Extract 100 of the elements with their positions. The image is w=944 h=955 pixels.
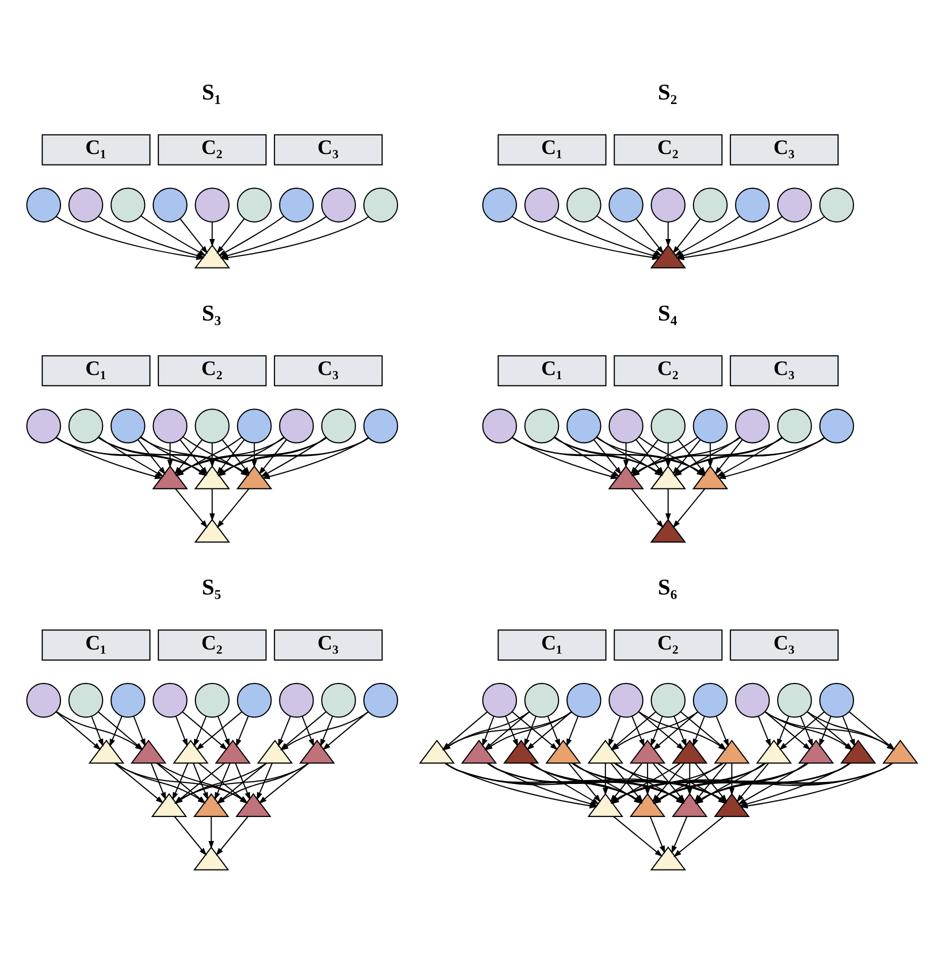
arrow: [566, 716, 579, 747]
arrow: [764, 711, 811, 750]
arrow: [236, 716, 249, 747]
arrow: [729, 763, 735, 796]
arrow: [488, 762, 598, 807]
arrow: [738, 762, 807, 805]
arrow: [180, 218, 208, 254]
node-circle: [692, 682, 728, 718]
arrow: [218, 216, 284, 256]
node-circle: [152, 682, 188, 718]
arrow: [137, 439, 166, 475]
arrow: [630, 439, 659, 475]
arrow: [638, 711, 684, 750]
arrow: [716, 436, 782, 478]
node-circle: [68, 682, 104, 718]
node-circle: [321, 408, 356, 444]
arrow: [665, 222, 671, 247]
arrow: [56, 436, 163, 480]
label: S₃: [202, 300, 222, 326]
arrow: [216, 816, 248, 856]
arrow: [322, 711, 368, 750]
arrow: [214, 763, 230, 800]
arrow: [175, 488, 208, 528]
arrow: [209, 442, 215, 468]
arrow: [150, 763, 166, 800]
arrow: [671, 816, 688, 854]
node-box: C₁: [498, 134, 606, 166]
node-circle: [236, 682, 272, 718]
node-box: C₂: [158, 355, 267, 386]
node-circle: [279, 682, 314, 718]
arrow: [692, 716, 705, 747]
node-box: C₁: [42, 630, 150, 661]
arrow: [652, 711, 698, 750]
node-circle: [363, 682, 398, 718]
node-triangle: [461, 740, 497, 764]
arrow: [554, 436, 620, 477]
arrow: [98, 216, 205, 258]
node-box: C₃: [274, 630, 383, 661]
label: S₁: [202, 79, 222, 104]
node-circle: [236, 408, 272, 444]
node-circle: [482, 682, 518, 718]
node-triangle: [151, 793, 188, 817]
arrow: [665, 488, 671, 522]
node-box: C₃: [730, 134, 839, 166]
node-circle: [777, 408, 812, 444]
node-box: C₁: [498, 630, 606, 661]
arrow: [194, 716, 207, 747]
node-circle: [363, 188, 398, 222]
arrow: [613, 816, 663, 857]
arrow: [674, 216, 740, 256]
arrow: [554, 216, 661, 258]
arrow: [182, 711, 228, 750]
node-circle: [482, 408, 518, 444]
arrow: [644, 763, 650, 796]
node-circle: [152, 188, 188, 222]
node-circle: [608, 188, 644, 222]
node-circle: [152, 408, 188, 444]
node-circle: [279, 188, 314, 222]
node-circle: [734, 408, 770, 444]
node-circle: [650, 682, 686, 718]
arrow: [631, 488, 664, 528]
arrow: [602, 763, 608, 796]
arrow: [842, 716, 856, 747]
arrow: [672, 218, 701, 254]
arrow: [650, 816, 666, 854]
arrow: [530, 762, 600, 805]
arrow: [252, 442, 258, 468]
node-circle: [279, 408, 314, 444]
node-triangle: [418, 740, 455, 764]
node-circle: [194, 188, 230, 222]
arrow: [512, 711, 558, 750]
node-circle: [110, 408, 146, 444]
arrow: [234, 763, 250, 800]
node-circle: [110, 682, 146, 718]
arrow: [175, 716, 188, 747]
node-circle: [194, 408, 230, 444]
arrow: [596, 216, 662, 256]
arrow: [524, 716, 536, 747]
node-box: C₃: [274, 134, 383, 166]
node-circle: [566, 188, 602, 222]
arrow: [672, 488, 706, 528]
arrow: [623, 442, 629, 468]
arrow: [320, 716, 334, 747]
arrow: [256, 763, 273, 800]
node-circle: [734, 682, 770, 718]
arrow: [258, 439, 287, 475]
arrow: [260, 436, 326, 478]
node-circle: [734, 188, 770, 222]
node-box: C₂: [158, 134, 267, 166]
arrow: [167, 442, 173, 468]
node-circle: [692, 408, 728, 444]
arrow: [208, 816, 214, 849]
arrow: [512, 436, 619, 480]
node-circle: [650, 188, 686, 222]
node-box: C₁: [42, 134, 150, 166]
node-circle: [819, 188, 854, 222]
label: S₂: [658, 79, 678, 104]
arrow: [114, 762, 164, 804]
node-circle: [26, 408, 62, 444]
arrow: [636, 218, 664, 254]
